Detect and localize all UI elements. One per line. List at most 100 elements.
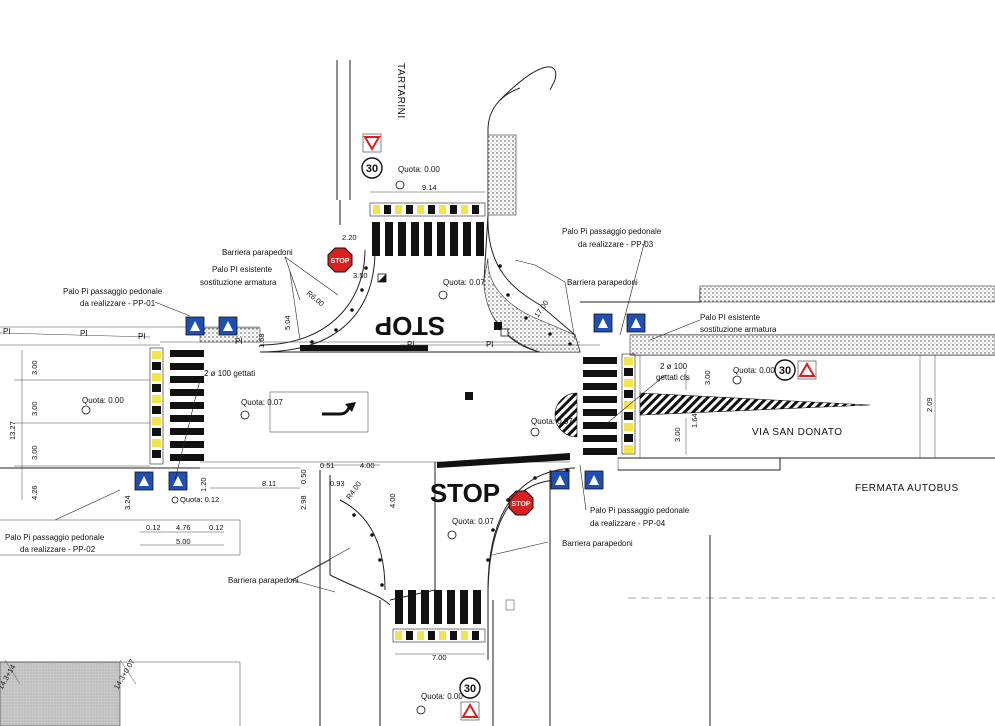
elevation-label: Quota: 0.07 [452,517,494,526]
ped-crossing-sign [134,471,154,491]
dimension-lines [4,191,921,685]
bus-stop-label: FERMATA AUTOBUS [855,483,959,494]
barrier-posts [310,264,572,587]
annotation-gettati-e-2: gettati cls [656,373,690,382]
ped-crossing-sign [584,470,604,490]
annotation-gettati-e-1: 2 ø 100 [660,362,688,371]
annotation-pp02-1: Palo Pi passaggio pedonale [5,533,105,542]
speed-limit-text: 30 [779,365,791,377]
dim-label: 1.68 [257,333,266,348]
dim-label: 4.00 [388,493,397,508]
dim-label: R4.00 [344,480,363,502]
annotation-palo-ne-1: Palo PI esistente [700,313,761,322]
speed-limit-text: 30 [464,683,476,695]
crosswalk-north [369,202,486,256]
crosswalk-south [392,590,486,643]
street-name-north: TARTARINI [395,63,406,119]
pi-label: PI [407,340,415,349]
annotation-barriera-ne: Barriera parapedoni [567,278,638,287]
elevation-label: Quota: 0.12 [180,495,219,504]
elevation-label: Quota: 0.00 [421,692,463,701]
annotation-gettati-w: 2 ø 100 gettati [204,369,255,378]
stop-sign-north: STOP [327,247,353,273]
ped-crossing-sign [626,313,646,333]
sidewalk-hatching [199,134,995,356]
dim-label: 3.00 [673,427,682,442]
dim-label: 3.00 [30,360,39,375]
speed-limit-text: 30 [366,163,378,175]
dim-label: 4.76 [176,523,191,532]
speed-limit-east: 30 [774,359,796,381]
elevation-label: Quota: 0.07 [241,398,283,407]
pi-label: PI [486,340,494,349]
dim-label: 0.51 [320,461,335,470]
dim-label: 0.50 [299,469,308,484]
dim-label: 7.00 [432,653,447,662]
stop-sign-text: STOP [331,258,350,265]
dim-label: R6.00 [305,289,326,309]
elevation-label: Quota: 0.07 [531,417,573,426]
dim-label: 2.20 [342,233,357,242]
ped-crossing-sign [168,471,188,491]
dim-label: 4.00 [360,461,375,470]
ped-crossing-sign [185,316,205,336]
street-name-east: VIA SAN DONATO [752,427,843,438]
pi-label: PI [80,329,88,338]
dim-label: 0.93 [330,479,345,488]
annotation-barriera-nw: Barriera parapedoni [222,248,293,257]
speed-limit-north: 30 [361,157,383,179]
annotation-pp03-1: Palo Pi passaggio pedonale [562,227,662,236]
dim-label: 3.00 [30,445,39,460]
ped-crossing-sign [593,313,613,333]
annotation-palo-nw-2: sostituzione armatura [200,278,277,287]
dim-label: 0.12 [209,523,224,532]
stop-sign-text: STOP [512,501,531,508]
pi-label: PI [235,337,243,346]
annotation-pp03-2: da realizzare - PP-03 [578,240,654,249]
dim-label: 5.04 [283,315,292,330]
yield-sign-north [362,133,382,153]
dim-label: 4.26 [30,485,39,500]
yield-sign-south [460,701,480,721]
dim-label: 3.00 [703,370,712,385]
speed-limit-south: 30 [459,677,481,699]
pi-line [0,332,600,346]
stop-line-wedge [437,453,570,468]
stop-word-north: STOP [375,311,445,341]
ped-crossing-sign [218,316,238,336]
dim-label: 9.14 [422,183,437,192]
leader-lines [54,239,701,593]
elevation-label: Quota: 0.07 [443,278,485,287]
ped-crossing-sign [550,470,570,490]
dim-label: 2.98 [299,495,308,510]
dim-label: 1.64 [690,413,699,428]
dim-label: 1.20 [199,477,208,492]
annotation-barriera-s: Barriera parapedoni [228,576,299,585]
annotation-pp01-1: Palo Pi passaggio pedonale [63,287,163,296]
dim-label: 3.24 [123,495,132,510]
barrier-curve-se [487,467,576,591]
elevation-markers [81,180,742,715]
barrier-curve-s [339,499,386,591]
manhole-markers [377,273,515,611]
dim-label: 0.12 [146,523,161,532]
annotation-pp04-2: da realizzare - PP-04 [590,519,666,528]
dim-label: 3.00 [30,401,39,416]
stop-line-west [300,345,428,351]
dim-label: 13.27 [8,421,17,440]
hatched-island-half [554,392,578,438]
stop-word-south: STOP [430,478,500,508]
turn-arrow [269,391,369,433]
annotation-palo-nw-1: Palo PI esistente [212,265,273,274]
dim-label: 2.09 [925,397,934,412]
dim-label: 3.50 [353,271,368,280]
annotation-pp04-1: Palo Pi passaggio pedonale [590,506,690,515]
annotation-palo-ne-2: sostituzione armatura [700,325,777,334]
yield-sign-east [797,360,817,380]
elevation-label: Quota: 0.00 [398,165,440,174]
dim-label: 5.00 [176,537,191,546]
pi-label: PI [138,332,146,341]
crosswalk-east [583,353,636,455]
annotation-pp02-2: da realizzare - PP-02 [20,545,96,554]
